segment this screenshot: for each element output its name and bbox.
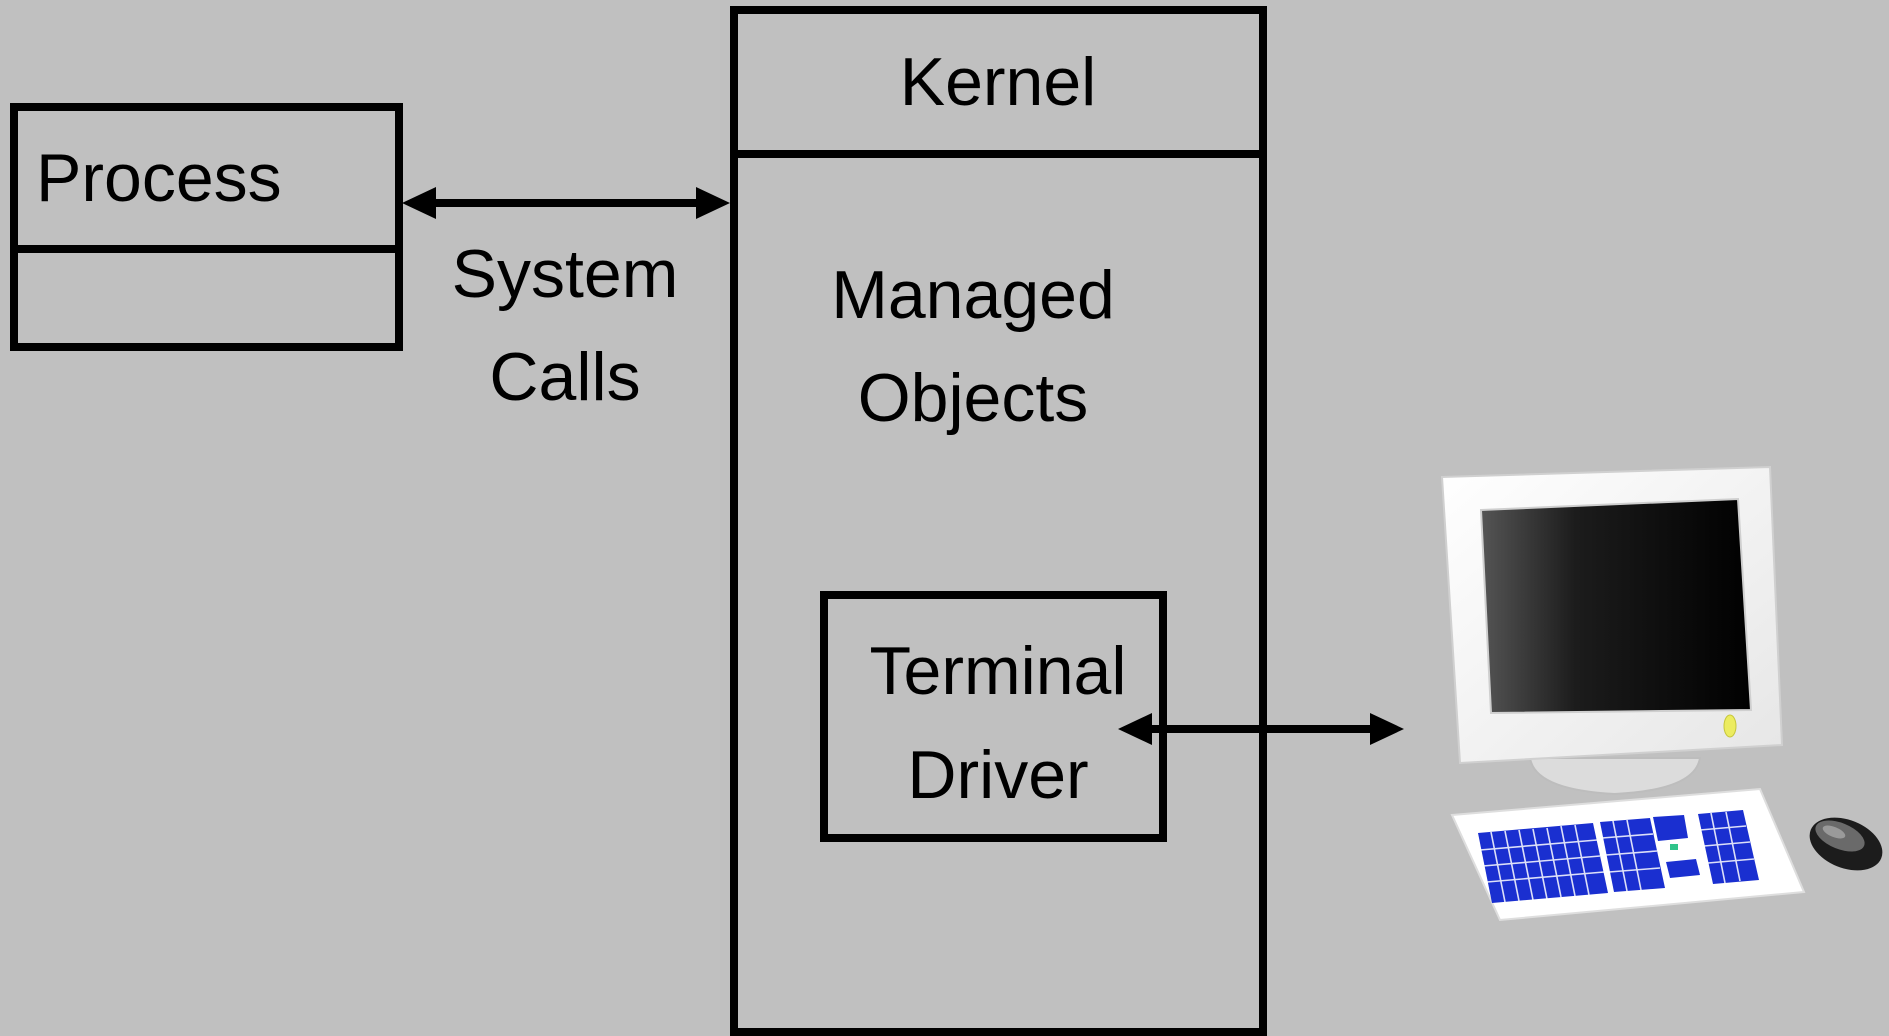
managed-objects-line2: Objects (857, 360, 1089, 436)
computer-terminal-icon (1440, 465, 1883, 922)
system-calls-label-line1: System (451, 236, 679, 312)
system-call-arrow (402, 187, 730, 219)
monitor (1440, 465, 1784, 765)
terminal-driver-line2: Driver (907, 737, 1089, 813)
system-calls-label-line2: Calls (489, 339, 641, 415)
process-box (10, 103, 403, 351)
mouse (1809, 817, 1883, 871)
terminal-driver-box (820, 591, 1167, 842)
process-label: Process (36, 140, 282, 216)
kernel-box (730, 6, 1267, 1036)
terminal-driver-line1: Terminal (869, 633, 1127, 709)
kernel-header-divider (730, 150, 1267, 158)
managed-objects-line1: Managed (831, 257, 1115, 333)
monitor-stand (1528, 757, 1702, 796)
kernel-title: Kernel (899, 44, 1097, 120)
process-box-divider (10, 245, 403, 253)
keyboard (1450, 787, 1806, 922)
